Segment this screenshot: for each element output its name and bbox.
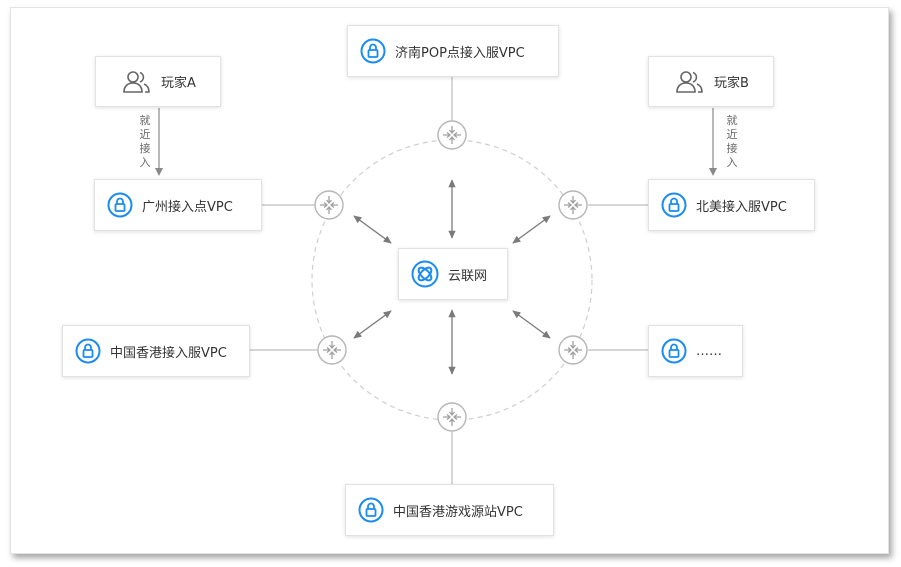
router-top-right-icon: [558, 190, 588, 220]
node-ccn-center[interactable]: 云联网: [398, 248, 508, 300]
node-label: 玩家B: [714, 76, 749, 91]
node-label: 济南POP点接入服VPC: [395, 45, 525, 61]
lock-icon: [358, 497, 384, 523]
node-player-a[interactable]: 玩家A: [95, 56, 221, 107]
lock-icon: [661, 192, 687, 218]
node-label: 广州接入点VPC: [142, 199, 233, 215]
node-jinan-pop-vpc[interactable]: 济南POP点接入服VPC: [347, 25, 559, 77]
node-label: 中国香港游戏源站VPC: [393, 504, 523, 520]
lock-icon: [107, 192, 133, 218]
node-player-b[interactable]: 玩家B: [648, 56, 774, 107]
nearby-access-label-left: 就近接入: [139, 114, 151, 169]
lock-icon: [360, 38, 386, 64]
router-bottom-left-icon: [317, 335, 347, 365]
flow-arrow-top-right: [512, 215, 551, 244]
router-bottom-icon: [437, 402, 467, 432]
lock-icon: [75, 338, 101, 364]
node-northamerica-vpc[interactable]: 北美接入服VPC: [648, 179, 815, 231]
flow-arrow-bottom-right: [512, 310, 551, 339]
router-top-icon: [437, 120, 467, 150]
flow-arrow-top-left: [353, 215, 392, 244]
router-top-left-icon: [314, 190, 344, 220]
users-icon: [123, 70, 150, 93]
lock-icon: [661, 338, 687, 364]
center-label: 云联网: [448, 268, 488, 284]
node-label: 中国香港接入服VPC: [110, 345, 227, 361]
node-guangzhou-vpc[interactable]: 广州接入点VPC: [94, 179, 262, 231]
ccn-logo-icon: [411, 260, 439, 288]
node-label: ……: [696, 343, 722, 359]
node-label: 玩家A: [161, 76, 196, 91]
nearby-access-label-right: 就近接入: [726, 114, 738, 169]
router-bottom-right-icon: [558, 335, 588, 365]
node-more-vpc[interactable]: ……: [648, 325, 743, 377]
users-icon: [676, 70, 703, 93]
node-hongkong-game-vpc[interactable]: 中国香港游戏源站VPC: [345, 484, 554, 536]
flow-arrow-bottom-left: [353, 310, 392, 339]
node-hongkong-access-vpc[interactable]: 中国香港接入服VPC: [62, 325, 250, 377]
node-label: 北美接入服VPC: [696, 199, 787, 215]
